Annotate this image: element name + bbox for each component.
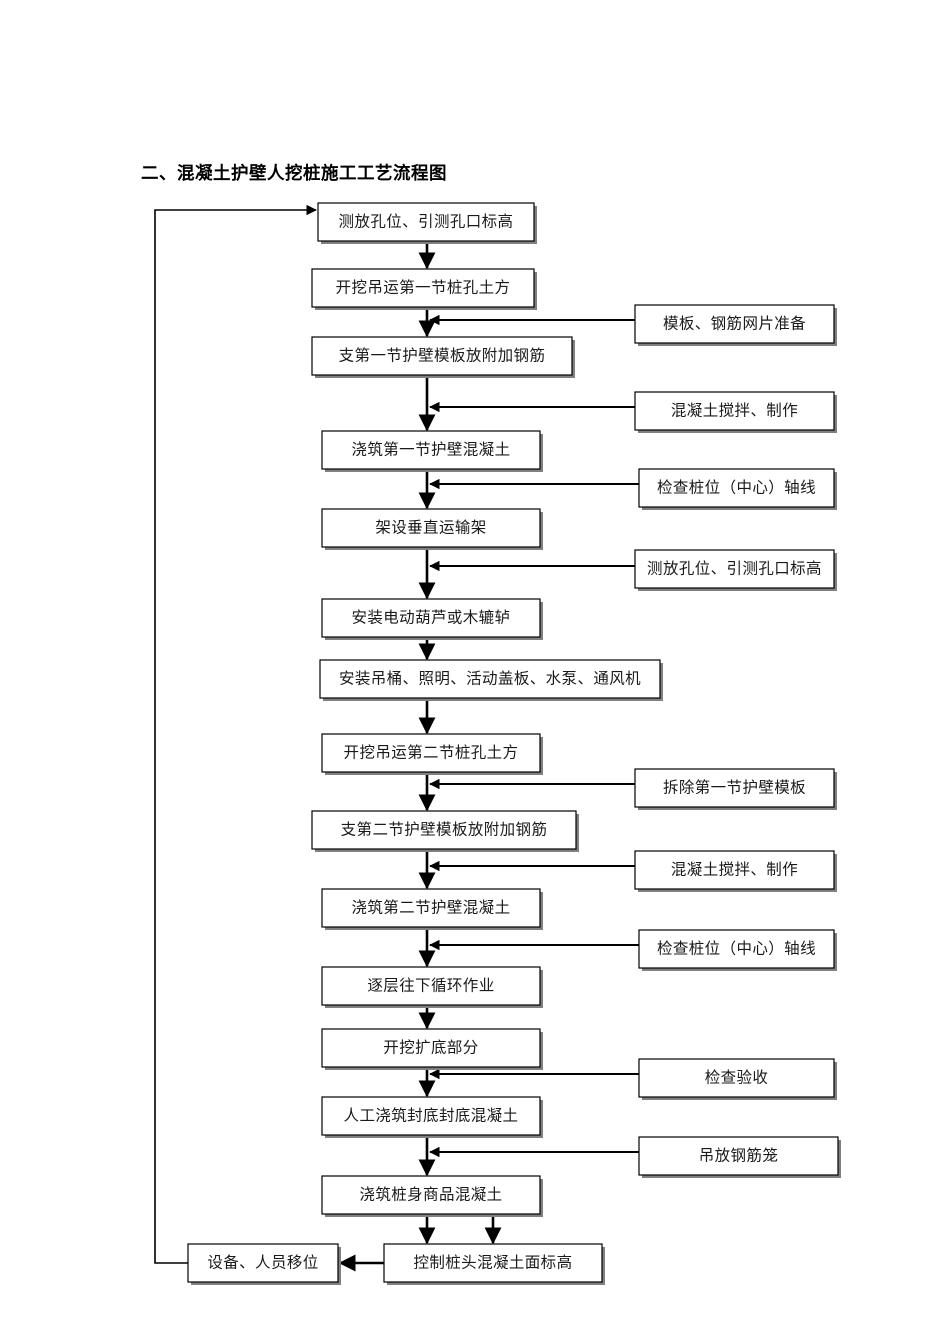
node-box[interactable] [311, 268, 535, 308]
node-box[interactable] [634, 850, 835, 890]
node-label: 吊放钢筋笼 [699, 1147, 779, 1165]
node-box[interactable] [321, 1028, 541, 1068]
node-label: 浇筑第一节护壁混凝土 [351, 441, 510, 459]
process-node-3[interactable]: 支第一节护壁模板放附加钢筋 [311, 336, 575, 378]
input-node-7[interactable]: 检查桩位（中心）轴线 [638, 929, 837, 971]
page-title: 二、混凝土护壁人挖桩施工工艺流程图 [141, 163, 447, 183]
node-label: 支第一节护壁模板放附加钢筋 [339, 347, 546, 365]
process-node-8[interactable]: 开挖吊运第二节桩孔土方 [321, 733, 543, 775]
node-label: 测放孔位、引测孔口标高 [339, 213, 514, 231]
process-node-5[interactable]: 架设垂直运输架 [321, 508, 543, 550]
process-node-15[interactable]: 控制桩头混凝土面标高 [383, 1243, 605, 1285]
node-box[interactable] [638, 929, 835, 969]
node-box[interactable] [321, 1096, 541, 1136]
node-box[interactable] [638, 1058, 835, 1098]
node-box[interactable] [638, 1136, 839, 1176]
side-input-nodes: 模板、钢筋网片准备混凝土搅拌、制作检查桩位（中心）轴线测放孔位、引测孔口标高拆除… [634, 304, 841, 1178]
feedback-loop-connector [154, 204, 317, 1264]
node-label: 安装吊桶、照明、活动盖板、水泵、通风机 [339, 670, 641, 688]
node-box[interactable] [321, 733, 541, 773]
node-label: 逐层往下循环作业 [367, 977, 494, 995]
node-box[interactable] [187, 1243, 339, 1283]
process-node-1[interactable]: 测放孔位、引测孔口标高 [317, 202, 537, 244]
node-box[interactable] [321, 598, 541, 638]
process-node-6[interactable]: 安装电动葫芦或木辘轳 [321, 598, 543, 640]
node-box[interactable] [321, 966, 541, 1006]
input-node-8[interactable]: 检查验收 [638, 1058, 837, 1100]
node-label: 检查验收 [705, 1069, 769, 1087]
node-label: 架设垂直运输架 [375, 519, 486, 537]
input-node-4[interactable]: 测放孔位、引测孔口标高 [634, 549, 837, 591]
node-box[interactable] [321, 1175, 541, 1215]
node-box[interactable] [634, 391, 835, 431]
main-connectors [338, 241, 502, 1272]
process-node-10[interactable]: 浇筑第二节护壁混凝土 [321, 888, 543, 930]
node-label: 混凝土搅拌、制作 [671, 861, 798, 879]
main-flow-nodes: 测放孔位、引测孔口标高开挖吊运第一节桩孔土方支第一节护壁模板放附加钢筋浇筑第一节… [187, 202, 663, 1285]
node-box[interactable] [311, 810, 577, 850]
node-label: 开挖扩底部分 [383, 1039, 478, 1057]
node-box[interactable] [321, 430, 541, 470]
node-label: 控制桩头混凝土面标高 [413, 1254, 572, 1272]
node-box[interactable] [383, 1243, 603, 1283]
input-node-1[interactable]: 模板、钢筋网片准备 [634, 304, 837, 346]
node-label: 模板、钢筋网片准备 [663, 315, 806, 333]
input-node-3[interactable]: 检查桩位（中心）轴线 [638, 468, 837, 510]
input-node-5[interactable]: 拆除第一节护壁模板 [634, 768, 837, 810]
node-label: 设备、人员移位 [207, 1254, 318, 1272]
process-node-4[interactable]: 浇筑第一节护壁混凝土 [321, 430, 543, 472]
side-connectors [429, 314, 639, 1158]
input-node-2[interactable]: 混凝土搅拌、制作 [634, 391, 837, 433]
process-node-2[interactable]: 开挖吊运第一节桩孔土方 [311, 268, 537, 310]
node-label: 支第二节护壁模板放附加钢筋 [341, 821, 548, 839]
node-box[interactable] [634, 549, 835, 589]
input-node-9[interactable]: 吊放钢筋笼 [638, 1136, 841, 1178]
node-box[interactable] [321, 888, 541, 928]
node-label: 开挖吊运第二节桩孔土方 [344, 744, 519, 762]
node-box[interactable] [634, 304, 835, 344]
process-node-7[interactable]: 安装吊桶、照明、活动盖板、水泵、通风机 [319, 659, 663, 701]
process-node-9[interactable]: 支第二节护壁模板放附加钢筋 [311, 810, 579, 852]
node-box[interactable] [638, 468, 835, 508]
node-label: 浇筑第二节护壁混凝土 [351, 899, 510, 917]
process-node-14[interactable]: 浇筑桩身商品混凝土 [321, 1175, 543, 1217]
node-box[interactable] [317, 202, 535, 242]
process-node-11[interactable]: 逐层往下循环作业 [321, 966, 543, 1008]
input-node-6[interactable]: 混凝土搅拌、制作 [634, 850, 837, 892]
node-label: 安装电动葫芦或木辘轳 [351, 609, 510, 627]
feedback-loop-path [154, 204, 317, 1264]
process-node-12[interactable]: 开挖扩底部分 [321, 1028, 543, 1070]
node-label: 混凝土搅拌、制作 [671, 402, 798, 420]
node-label: 浇筑桩身商品混凝土 [359, 1186, 502, 1204]
node-box[interactable] [319, 659, 661, 699]
node-label: 人工浇筑封底封底混凝土 [344, 1107, 519, 1125]
node-box[interactable] [311, 336, 573, 376]
node-label: 检查桩位（中心）轴线 [657, 479, 816, 497]
process-node-13[interactable]: 人工浇筑封底封底混凝土 [321, 1096, 543, 1138]
node-label: 开挖吊运第一节桩孔土方 [336, 279, 511, 297]
node-box[interactable] [634, 768, 835, 808]
node-box[interactable] [321, 508, 541, 548]
process-node-16[interactable]: 设备、人员移位 [187, 1243, 341, 1285]
node-label: 测放孔位、引测孔口标高 [647, 560, 822, 578]
node-label: 拆除第一节护壁模板 [663, 779, 806, 797]
node-label: 检查桩位（中心）轴线 [657, 940, 816, 958]
